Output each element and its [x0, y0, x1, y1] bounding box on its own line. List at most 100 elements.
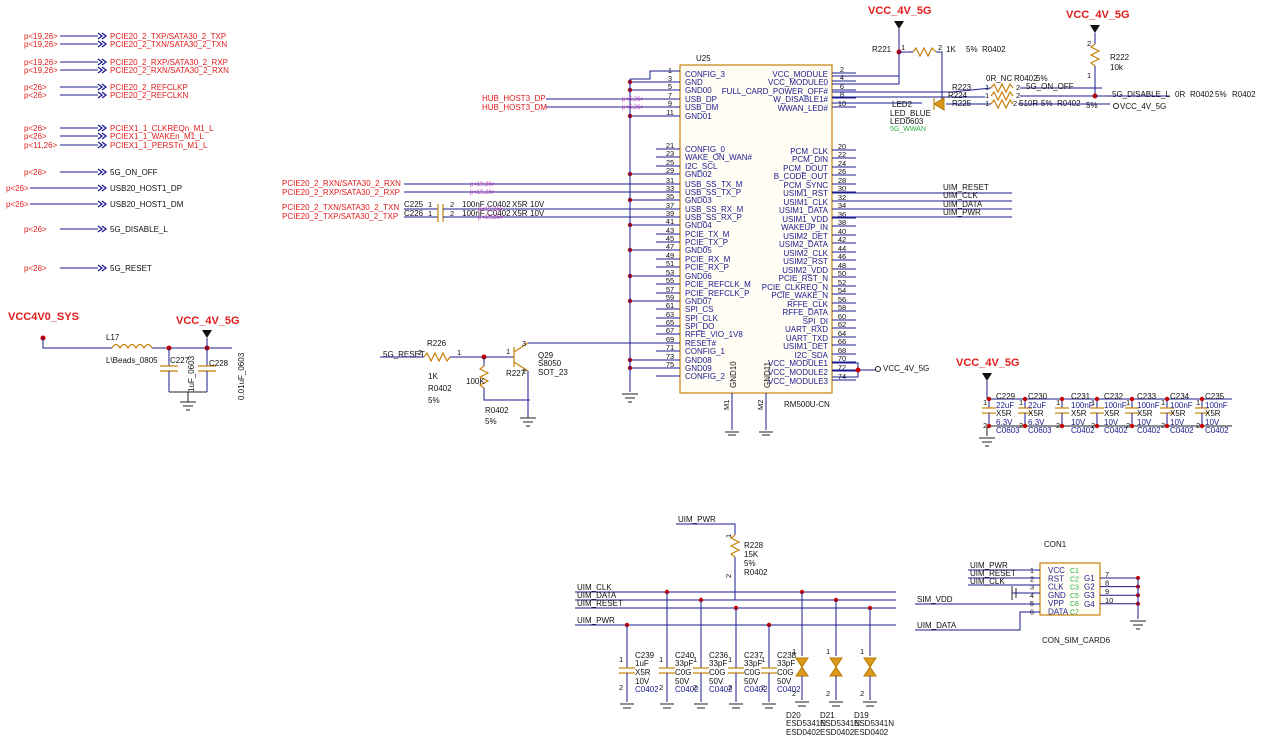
pcie-txn-label: PCIE20_2_TXN/SATA30_2_TXN [282, 203, 399, 212]
bcap-pkg-c238: C0402 [777, 685, 801, 694]
con1-pin-num-10: 10 [1105, 596, 1113, 605]
cap-pkg-c235: C0402 [1205, 426, 1229, 435]
u25-pin-pcie_rx_p: PCIE_RX_P [685, 263, 729, 272]
u25-pin-uart_rxd: UART_RXD [785, 325, 828, 334]
cap-v-c234: 10V [1170, 418, 1185, 427]
r228-package: R0402 [744, 568, 768, 577]
cap-pin2-c230: 2 [1019, 421, 1023, 430]
cap-pin1-c233: 1 [1126, 398, 1130, 407]
r226-pin1: 1 [457, 348, 461, 357]
q29-package: SOT_23 [538, 368, 568, 377]
c225-value: 100nF [462, 200, 485, 209]
led2-value: LED_BLUE [890, 109, 931, 118]
bcap-ref-c240: C240 [675, 651, 695, 660]
vcc-module-net-label: VCC_4V_5G [883, 364, 929, 373]
u25-pin-num-44: 44 [838, 244, 846, 253]
cap-pkg-c230: C0603 [1028, 426, 1052, 435]
u25-pin-num-56: 56 [838, 295, 846, 304]
c225-ref: C225 [404, 200, 424, 209]
u25-pin-num-59: 59 [666, 293, 674, 302]
u25-pin-reset#: RESET# [685, 339, 717, 348]
u25-pin-pcie_tx_m: PCIE_TX_M [685, 230, 730, 239]
port-net-8: PCIEX1_1_PERSTn_M1_L [110, 141, 208, 150]
bcap-val-c237: 33pF [744, 659, 762, 668]
cap-pkg-c229: C0603 [996, 426, 1020, 435]
diode-pin1-d21: 1 [826, 647, 830, 656]
uim-pwr-bottom: UIM_PWR [577, 616, 615, 625]
port-ref-13: p<26> [24, 264, 47, 273]
bcap-tol-c240: C0G [675, 668, 691, 677]
u25-pin-pcie_wake_n: PCIE_WAKE_N [771, 291, 828, 300]
con1-c-c6: C6 [1070, 601, 1079, 608]
led2-net: 5G_WWAN [890, 126, 926, 133]
u25-pin-usb_ss_rx_m: USB_SS_RX_M [685, 205, 744, 214]
diode-pkg-d20: ESD0402 [786, 728, 821, 737]
vcc4v0-sys-filter: VCC4V0_SYS L17 L\Beads_0805 VCC_4V_5G C2… [8, 311, 246, 411]
u25-pin-num-4: 4 [840, 73, 844, 82]
u25-pin-num-60: 60 [838, 312, 846, 321]
u25-pin-num-66: 66 [838, 337, 846, 346]
cap-tol-c229: X5R [996, 409, 1012, 418]
u25-pin-num-46: 46 [838, 252, 846, 261]
u25-pin-num-28: 28 [838, 176, 846, 185]
r224-tol: 5% [1215, 90, 1227, 99]
u25-pin-gnd06: GND06 [685, 272, 712, 281]
q29-ref: Q29 [538, 351, 554, 360]
u25-pin-pcie_refclk_m: PCIE_REFCLK_M [685, 280, 751, 289]
l17-value: L\Beads_0805 [106, 356, 158, 365]
u25-pin-num-68: 68 [838, 346, 846, 355]
u25-pin-usim2_rst: USIM2_RST [783, 257, 828, 266]
on-off-net-label: 5G_ON_OFF [1026, 82, 1074, 91]
diode-pkg-d19: ESD0402 [854, 728, 889, 737]
r226-tolerance: 5% [428, 396, 440, 405]
r224-pin2: 2 [1016, 91, 1020, 100]
diode-pin1-d19: 1 [860, 647, 864, 656]
u25-pin-pcm_sync: PCM_SYNC [784, 181, 829, 190]
sim-vdd-label: SIM_VDD [917, 595, 953, 604]
con1-uim-pwr: UIM_PWR [970, 561, 1008, 570]
u25-pin-num-34: 34 [838, 201, 846, 210]
r224-pin1: 1 [985, 91, 989, 100]
c225-pin2: 2 [450, 200, 454, 209]
u25-pin-gnd01: GND01 [685, 112, 712, 121]
u25-pin-num-29: 29 [666, 166, 674, 175]
u25-pin-num-21: 21 [666, 141, 674, 150]
bcap-val-c240: 33pF [675, 659, 693, 668]
u25-pin-w_disable1#: W_DISABLE1# [773, 95, 828, 104]
u25-pin-usim2_data: USIM2_DATA [779, 240, 829, 249]
u25-pin-num-57: 57 [666, 285, 674, 294]
r221-ref: R221 [872, 45, 892, 54]
bcap-tol-c237: C0G [744, 668, 760, 677]
con1-uim-clk: UIM_CLK [970, 577, 1005, 586]
cap-tol-c230: X5R [1028, 409, 1044, 418]
u25-pin-usb_ss_tx_m: USB_SS_TX_M [685, 180, 743, 189]
u25-pin-num-32: 32 [838, 193, 846, 202]
pcie-rxp-label: PCIE20_2_RXP/SATA30_2_RXP [282, 188, 400, 197]
hub-dp-ref: p<5,26> [622, 97, 645, 103]
u25-gnd10: GND10 [729, 361, 738, 388]
bcap-pkg-c237: C0402 [744, 685, 768, 694]
r227-value: 100K [466, 377, 485, 386]
bcap-pkg-c236: C0402 [709, 685, 733, 694]
cap-ref-c233: C233 [1137, 392, 1157, 401]
u25-pin-usim1_det: USIM1_DET [783, 342, 828, 351]
port-net-0: PCIE20_2_TXP/SATA30_2_TXP [110, 32, 226, 41]
u25-pin-num-69: 69 [666, 335, 674, 344]
diode-pin1-d20: 1 [792, 647, 796, 656]
uim-protection-block: UIM_PWR 1 2 R228 15K 5% R0402 UIM_CLK UI… [575, 515, 896, 737]
con1-pin-rst: RST [1048, 574, 1064, 583]
port-ref-2: p<19,26> [24, 58, 58, 67]
u25-pin-usb_dm: USB_DM [685, 103, 719, 112]
r224-ref: R224 [948, 91, 968, 100]
u25-pin-vcc_module: VCC_MODULE [772, 70, 828, 79]
cap-tol-c234: X5R [1170, 409, 1186, 418]
u25-pin-num-54: 54 [838, 286, 846, 295]
bcap-val-c239: 1uF [635, 659, 649, 668]
u25-pin-num-73: 73 [666, 352, 674, 361]
con1-ref: CON1 [1044, 540, 1067, 549]
u25-pin-i2c_scl: I2C_SCL [685, 162, 718, 171]
uim-data-bottom: UIM_DATA [577, 591, 617, 600]
cap-val-c232: 100nF [1104, 401, 1127, 410]
cap-v-c231: 10V [1071, 418, 1086, 427]
